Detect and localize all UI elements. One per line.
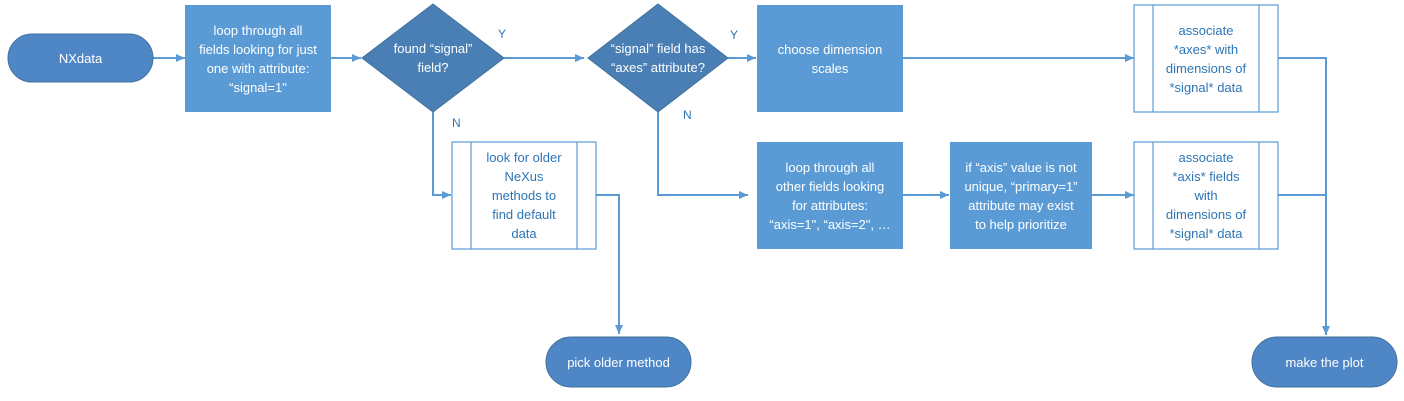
subprocess-associate-axis-fields [1133, 141, 1279, 250]
decision-signal-has-axes [587, 3, 729, 113]
connector-axes-no [657, 112, 748, 199]
axes-yes-label: Y [730, 28, 739, 42]
found-no-label: N [452, 116, 461, 130]
found-yes-label: Y [498, 27, 507, 41]
terminal-pick-older-method [545, 336, 692, 388]
terminal-make-the-plot [1251, 336, 1398, 388]
process-choose-scales [757, 5, 903, 112]
subprocess-associate-axes [1133, 4, 1279, 113]
process-loop-signal [185, 5, 331, 112]
connector-older-to-pick [596, 194, 623, 334]
connector-found-no [432, 112, 451, 199]
subprocess-look-older [451, 141, 597, 250]
axes-no-label: N [683, 108, 692, 122]
connector-associate-axes-to-plot [1278, 57, 1330, 335]
process-axis-not-unique [950, 142, 1092, 249]
terminal-nxdata [7, 33, 154, 83]
decision-found-signal [361, 3, 505, 113]
process-loop-axis [757, 142, 903, 249]
